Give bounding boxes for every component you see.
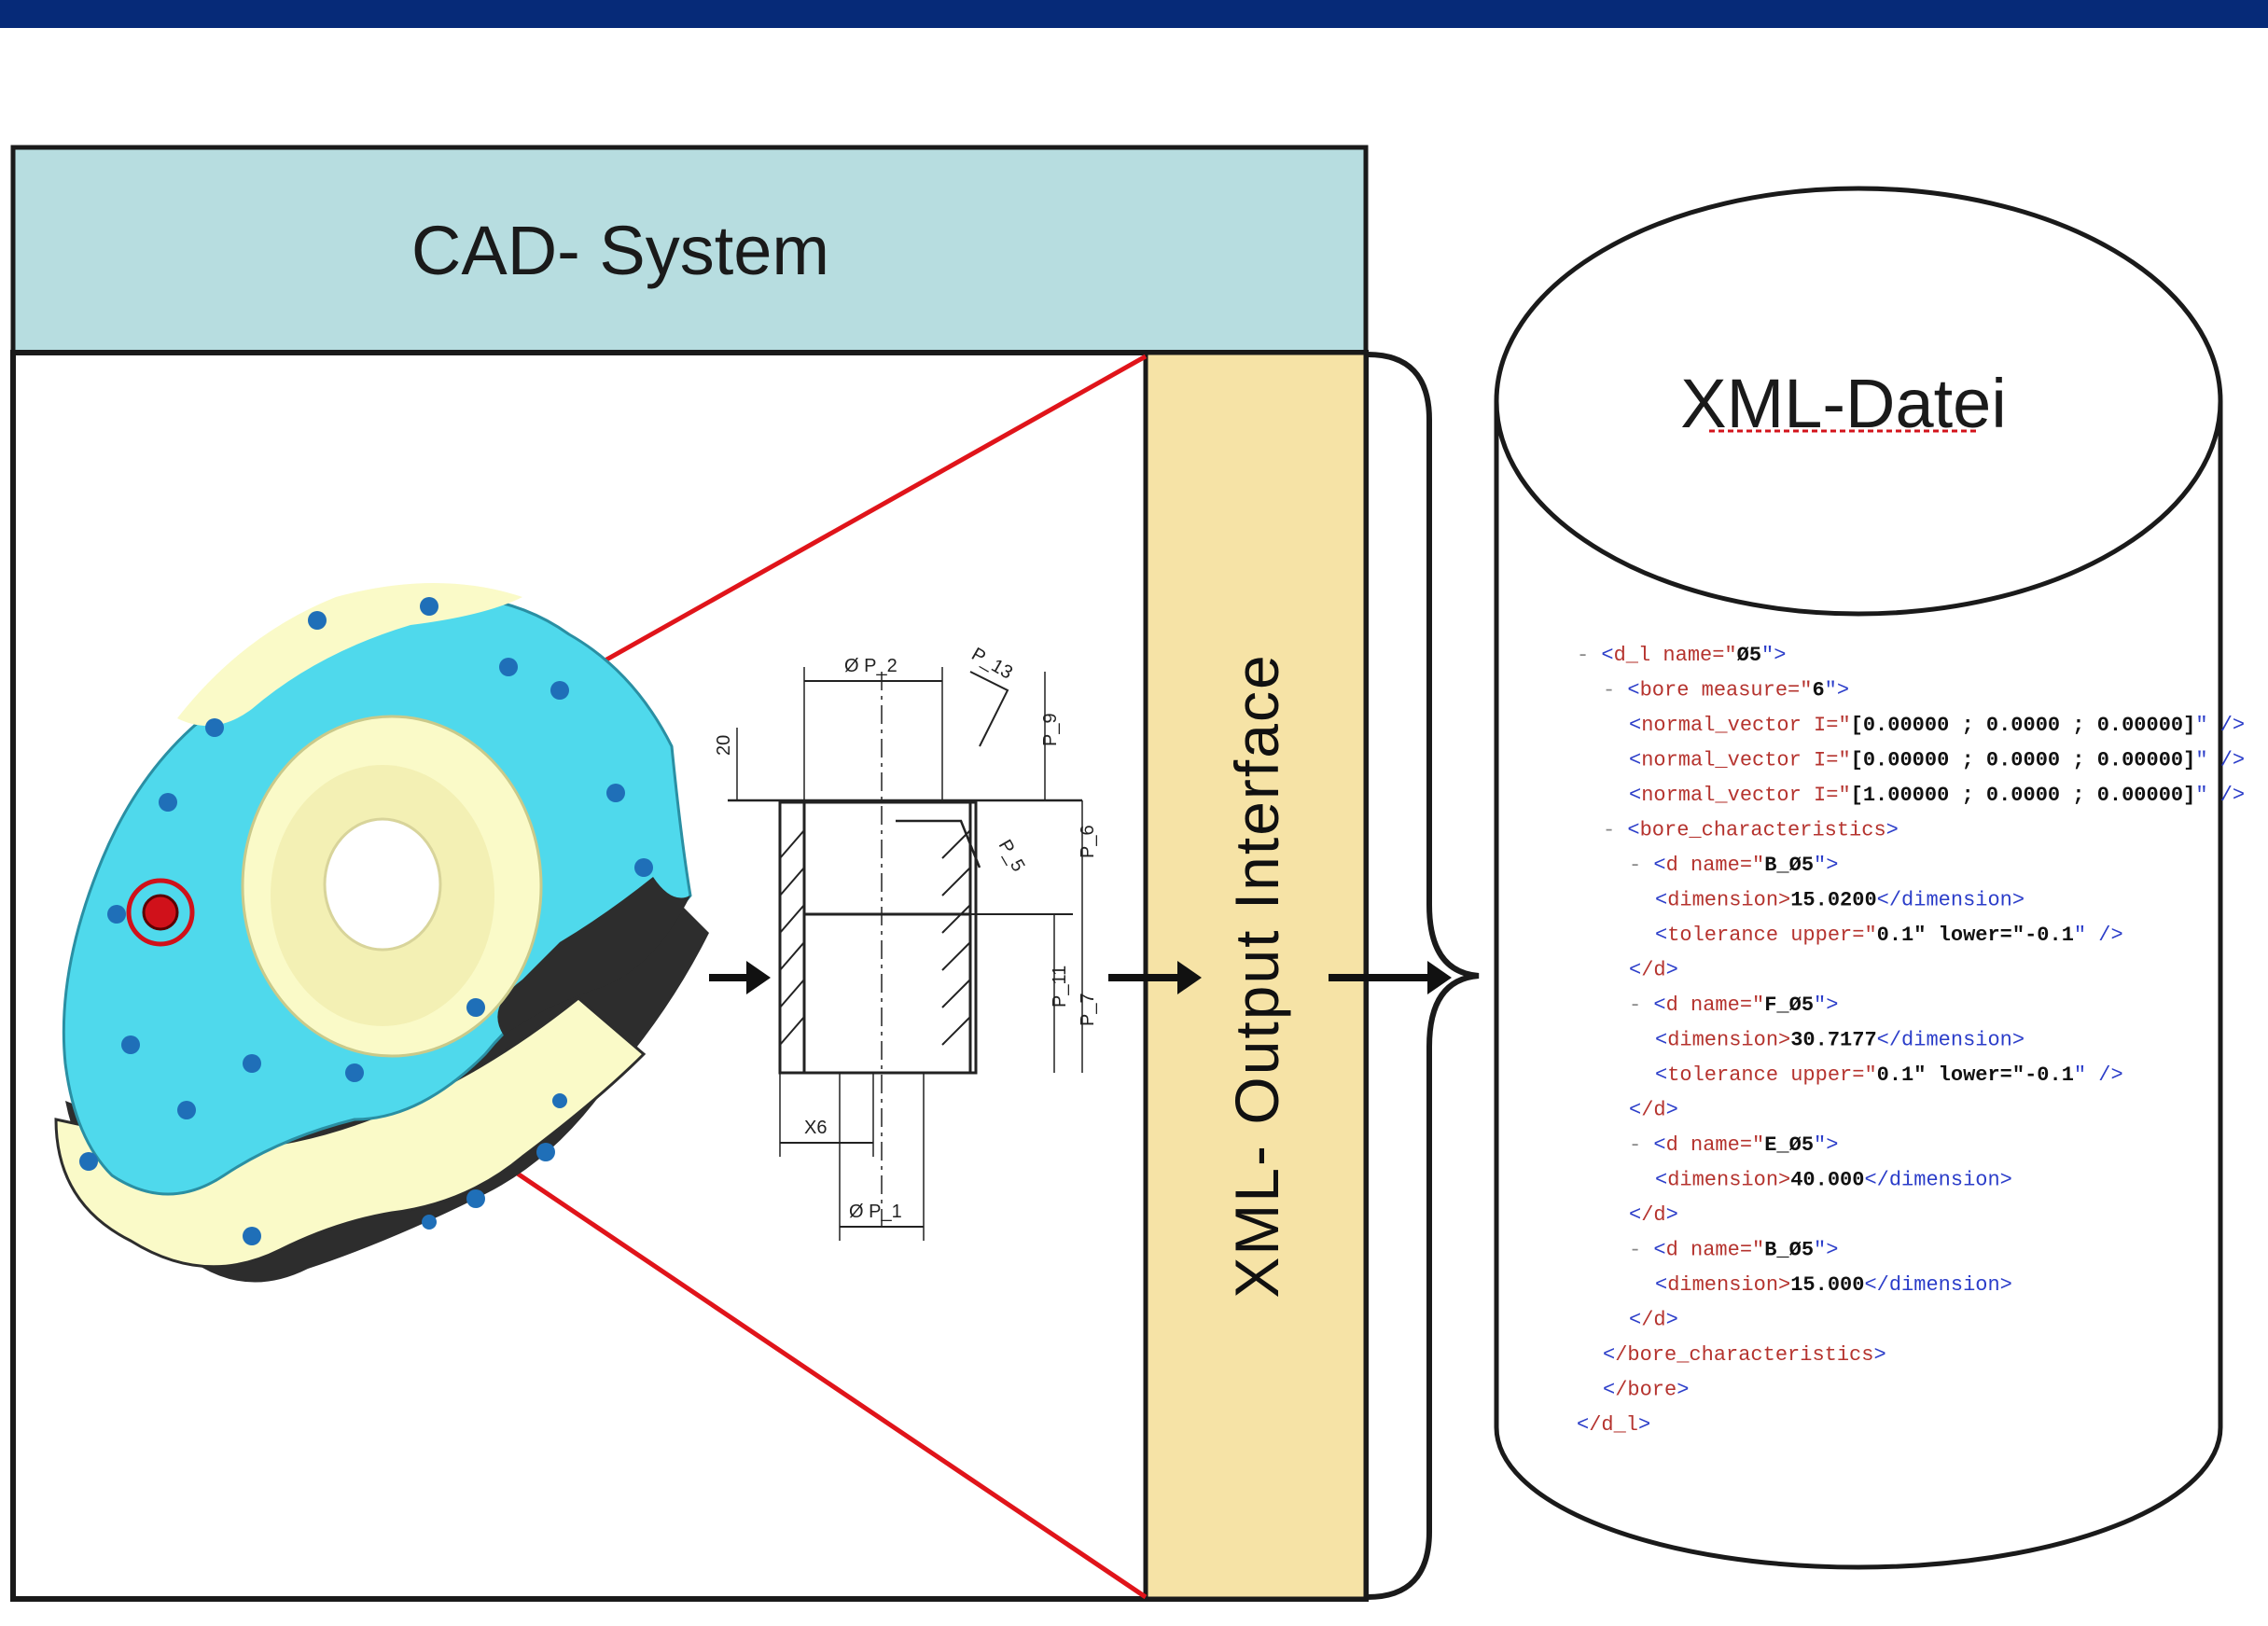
xml-line: </d>: [1629, 1309, 1678, 1332]
bore-technical-drawing: [728, 667, 1083, 1241]
xml-line: </d>: [1629, 1203, 1678, 1227]
xml-content: - <d_l name="Ø5"> - <bore measure="6"> <n…: [1577, 644, 2245, 1437]
xml-line: <normal_vector I="[0.00000 ; 0.0000 ; 0.…: [1629, 749, 2245, 772]
interface-label: XML- Output Interface: [1222, 653, 1291, 1298]
xml-line: <normal_vector I="[1.00000 ; 0.0000 ; 0.…: [1629, 784, 2245, 807]
dim-label: P_9: [1040, 713, 1061, 746]
dim-label: Ø P_2: [844, 656, 897, 676]
xml-line: <dimension>15.000</dimension>: [1655, 1273, 2012, 1297]
part-bolt-holes: [79, 597, 653, 1245]
xml-line: - <d name="B_Ø5">: [1629, 854, 1838, 877]
xml-line: </bore>: [1603, 1379, 1689, 1402]
xml-line: - <d name="F_Ø5">: [1629, 994, 1838, 1017]
xml-line: </d>: [1629, 959, 1678, 982]
xml-line: </bore_characteristics>: [1603, 1343, 1886, 1367]
cad-part-model: [54, 583, 709, 1283]
xml-line: </d>: [1629, 1099, 1678, 1122]
highlight-hole: [142, 894, 179, 931]
xml-line: - <bore measure="6">: [1603, 679, 1849, 702]
highlight-ring: [126, 878, 195, 947]
cad-system-title: CAD- System: [411, 212, 829, 289]
dim-label: 20: [714, 735, 734, 756]
dim-label: P_7: [1078, 993, 1098, 1026]
xml-cylinder: [1494, 186, 2223, 1570]
xml-line: </d_l>: [1577, 1413, 1650, 1437]
cylinder-top: [1494, 186, 2223, 617]
xml-line: <dimension>40.000</dimension>: [1655, 1169, 2012, 1192]
xml-line: <tolerance upper="0.1" lower="-0.1" />: [1655, 924, 2123, 947]
dim-label: P_6: [1078, 825, 1098, 858]
cad-header-box: [10, 145, 1369, 355]
xml-line: <dimension>30.7177</dimension>: [1655, 1029, 2025, 1052]
part-upper-rim: [177, 583, 522, 726]
xml-line: <dimension>15.0200</dimension>: [1655, 889, 2025, 912]
dim-label: Ø P_1: [849, 1202, 902, 1222]
xml-line: - <d name="E_Ø5">: [1629, 1133, 1838, 1157]
xml-line: - <bore_characteristics>: [1603, 819, 1899, 842]
curly-brace: [1367, 352, 1480, 1600]
xml-line: - <d_l name="Ø5">: [1577, 644, 1786, 667]
xml-line: <tolerance upper="0.1" lower="-0.1" />: [1655, 1063, 2123, 1087]
xml-line: <normal_vector I="[0.00000 ; 0.0000 ; 0.…: [1629, 714, 2245, 737]
dim-label: P_11: [1050, 966, 1070, 1008]
top-bar: [0, 0, 2268, 28]
arrow-interface-to-brace: [1329, 961, 1452, 994]
part-dark-step: [497, 877, 690, 1035]
part-center-hole: [323, 817, 442, 952]
xml-file-title: XML-Datei: [1680, 365, 2007, 442]
arrow-part-to-drawing: [709, 961, 771, 994]
xml-line: - <d name="B_Ø5">: [1629, 1239, 1838, 1262]
arrow-drawing-to-interface: [1108, 961, 1202, 994]
cylinder-body: [1494, 401, 2223, 1570]
dim-label: X6: [804, 1118, 827, 1138]
